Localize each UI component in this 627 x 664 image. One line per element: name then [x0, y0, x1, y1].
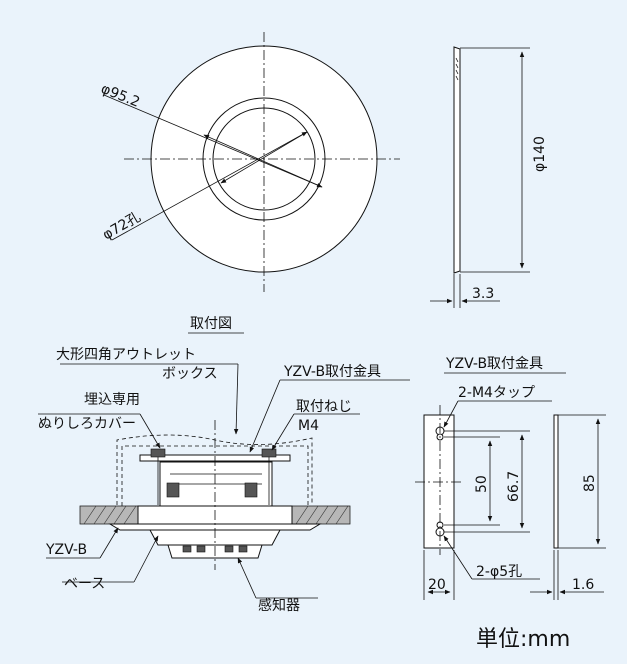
label-bracket: YZV-B取付金具 [283, 364, 381, 380]
dim-phi-140: φ140 [532, 136, 548, 172]
unit-label: 単位:mm [476, 627, 570, 652]
dim-phi-95-2: φ95.2 [99, 81, 142, 111]
label-cover-2: ぬりしろカバー [38, 416, 136, 432]
label-model: YZV-B [45, 542, 87, 558]
label-outlet-box-2: ボックス [162, 366, 218, 382]
mounting-assembly [38, 363, 410, 599]
ring-plate-side-view [430, 46, 530, 308]
dim-3-3: 3.3 [472, 286, 494, 302]
label-holes: 2-φ5孔 [476, 564, 522, 580]
dim-20: 20 [428, 577, 446, 593]
dim-85: 85 [582, 474, 598, 492]
dim-1-6: 1.6 [572, 577, 594, 593]
ring-plate-front-view [103, 32, 400, 292]
label-outlet-box-1: 大形四角アウトレット [56, 347, 196, 363]
label-screw-2: M4 [298, 418, 319, 434]
label-screw-1: 取付ねじ [296, 399, 352, 415]
bracket-detail-drawing [415, 400, 606, 600]
label-base: ベース [64, 576, 105, 592]
bracket-detail-title: YZV-B取付金具 [445, 356, 543, 372]
dim-50: 50 [474, 475, 490, 493]
label-sensor: 感知器 [258, 597, 300, 614]
mounting-diagram-title: 取付図 [190, 316, 232, 332]
label-cover-1: 埋込専用 [84, 392, 140, 408]
dim-phi-72-hole: φ72孔 [100, 209, 144, 243]
dim-66-7: 66.7 [506, 471, 522, 502]
label-m4-tap: 2-M4タップ [458, 385, 535, 401]
